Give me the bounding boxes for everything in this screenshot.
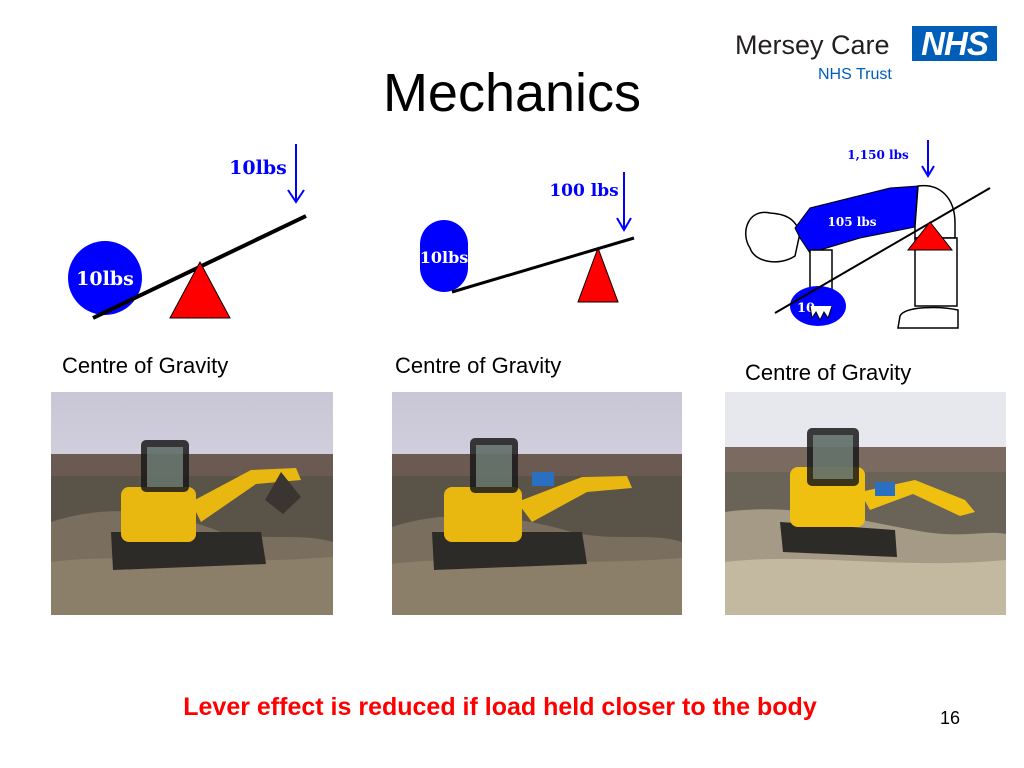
slide-title: Mechanics bbox=[382, 63, 642, 123]
excavator-arm bbox=[191, 468, 301, 522]
footer-statement: Lever effect is reduced if load held clo… bbox=[183, 693, 817, 721]
lever-diagram-1: 10lbs 10lbs bbox=[68, 144, 307, 320]
load-label: 10lbs bbox=[76, 268, 134, 290]
excavator-body bbox=[444, 487, 522, 542]
body-label: 105 lbs bbox=[828, 215, 877, 229]
figure-foot bbox=[897, 306, 959, 329]
excavator-photo-3 bbox=[725, 392, 1006, 615]
lever-diagram-2: 10lbs 100 lbs bbox=[420, 172, 635, 303]
caption-centre-of-gravity-2: Centre of Gravity bbox=[395, 353, 562, 378]
logo-trust-name: NHS Trust bbox=[818, 66, 892, 83]
caption-centre-of-gravity-1: Centre of Gravity bbox=[62, 353, 229, 378]
lever-beam bbox=[774, 187, 991, 314]
figure-hand bbox=[809, 305, 833, 322]
lever-beam bbox=[451, 236, 635, 294]
excavator-photo-2 bbox=[392, 392, 682, 615]
fulcrum-triangle bbox=[169, 260, 231, 319]
page-number: 16 bbox=[940, 708, 961, 728]
figure-head bbox=[745, 211, 801, 263]
lever-diagram-3: 105 lbs 10 1,150 lbs bbox=[745, 140, 991, 329]
fulcrum-triangle bbox=[906, 221, 954, 251]
force-label: 1,150 lbs bbox=[847, 148, 909, 162]
load-label: 10 bbox=[797, 301, 815, 316]
load-label: 10lbs bbox=[420, 248, 469, 267]
excavator-photo-1 bbox=[51, 392, 333, 615]
fulcrum-triangle bbox=[577, 246, 619, 303]
caption-centre-of-gravity-3: Centre of Gravity bbox=[745, 360, 912, 385]
force-label: 10lbs bbox=[229, 157, 287, 179]
logo-org-name: Mersey Care bbox=[735, 30, 890, 60]
excavator-body bbox=[121, 487, 196, 542]
load-weight bbox=[420, 220, 468, 292]
load-weight bbox=[68, 241, 142, 315]
excavator-arm bbox=[517, 476, 632, 522]
nhs-logo-badge: NHS bbox=[912, 26, 997, 61]
force-label: 100 lbs bbox=[549, 181, 618, 201]
